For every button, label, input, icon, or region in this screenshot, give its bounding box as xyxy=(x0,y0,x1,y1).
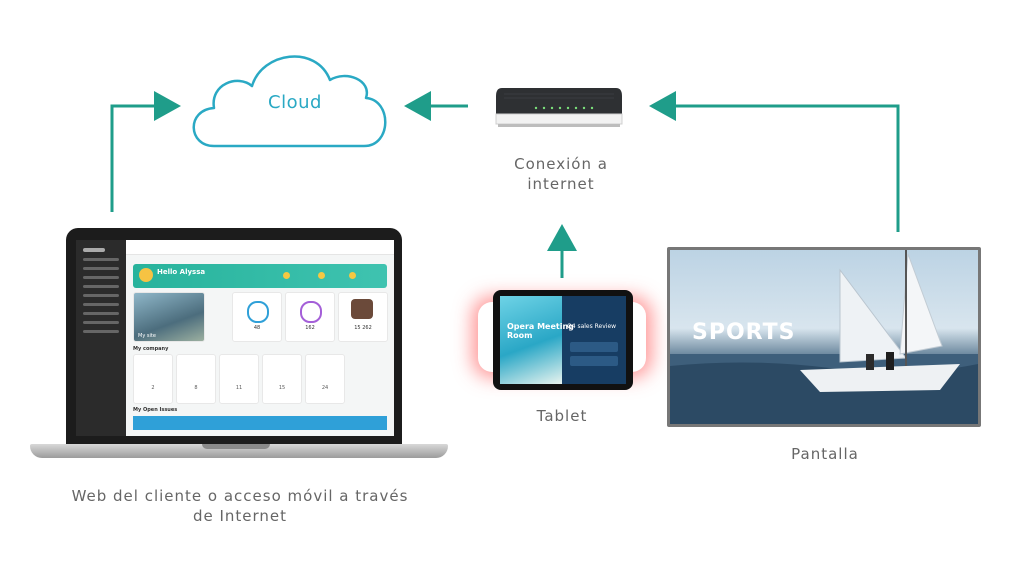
company-card-2: 8 xyxy=(176,354,216,404)
tablet-screen-right xyxy=(562,296,626,384)
router-device xyxy=(495,88,623,127)
dashboard-issues-table xyxy=(133,416,387,430)
company-count-2: 8 xyxy=(194,385,198,391)
dashboard-stat-value-2: 162 xyxy=(305,325,315,331)
screen-title: SPORTS xyxy=(692,320,796,345)
dashboard-stat-value-1: 48 xyxy=(253,325,261,331)
dashboard-stat-card-2: 162 xyxy=(285,292,335,342)
edge-screen-router xyxy=(649,91,900,232)
tablet-screen-left xyxy=(500,296,562,384)
company-card-4: 15 xyxy=(262,354,302,404)
router-label-line1: Conexión a xyxy=(514,155,608,173)
router-label: Conexión a internet xyxy=(486,154,636,194)
laptop-label: Web del cliente o acceso móvil a través … xyxy=(40,486,440,526)
company-count-3: 11 xyxy=(235,385,243,391)
tablet-room-title-line2: Room xyxy=(507,331,533,340)
tablet-screen: Opera Meeting Room Q4 sales Review xyxy=(500,296,626,384)
cloud-shape xyxy=(192,55,387,148)
company-count-5: 24 xyxy=(321,385,329,391)
screen-label: Pantalla xyxy=(791,445,859,463)
dashboard-section-company: My company xyxy=(133,346,169,352)
company-card-5: 24 xyxy=(305,354,345,404)
screen-display: SPORTS xyxy=(670,250,978,424)
tablet-meeting-subtitle: Q4 sales Review xyxy=(567,323,617,330)
dashboard-greeting-banner: Hello Alyssa xyxy=(133,264,387,288)
laptop-label-line2: de Internet xyxy=(192,507,288,525)
company-count-1: 2 xyxy=(151,385,155,391)
dashboard-sidebar xyxy=(76,240,126,436)
screen-sailboat-illustration xyxy=(670,250,978,424)
company-count-4: 15 xyxy=(278,385,286,391)
edge-laptop-cloud xyxy=(110,91,181,212)
router-label-line2: internet xyxy=(527,175,595,193)
dashboard-site-label: My site xyxy=(138,333,156,339)
dashboard-section-issues: My Open Issues xyxy=(133,407,178,413)
laptop-base xyxy=(30,444,448,458)
dashboard-greeting: Hello Alyssa xyxy=(157,268,206,276)
laptop-label-line1: Web del cliente o acceso móvil a través xyxy=(71,487,409,505)
laptop-notch xyxy=(202,444,270,449)
cloud-label: Cloud xyxy=(268,92,322,113)
tablet-label: Tablet xyxy=(536,407,588,425)
dashboard-stat-card-3: 15 262 xyxy=(338,292,388,342)
dashboard-stat-value-3: 15 262 xyxy=(354,325,372,331)
dashboard-stat-card-1: 48 xyxy=(232,292,282,342)
company-card-1: 2 xyxy=(133,354,173,404)
dashboard-site-card: My site xyxy=(133,292,205,342)
dashboard-topbar xyxy=(126,240,394,255)
tablet-room-title-line1: Opera Meeting xyxy=(507,322,574,331)
company-card-3: 11 xyxy=(219,354,259,404)
laptop-dashboard: Hello Alyssa My site 48 162 15 262 My co… xyxy=(76,240,394,436)
tablet-room-title: Opera Meeting Room xyxy=(507,322,574,340)
